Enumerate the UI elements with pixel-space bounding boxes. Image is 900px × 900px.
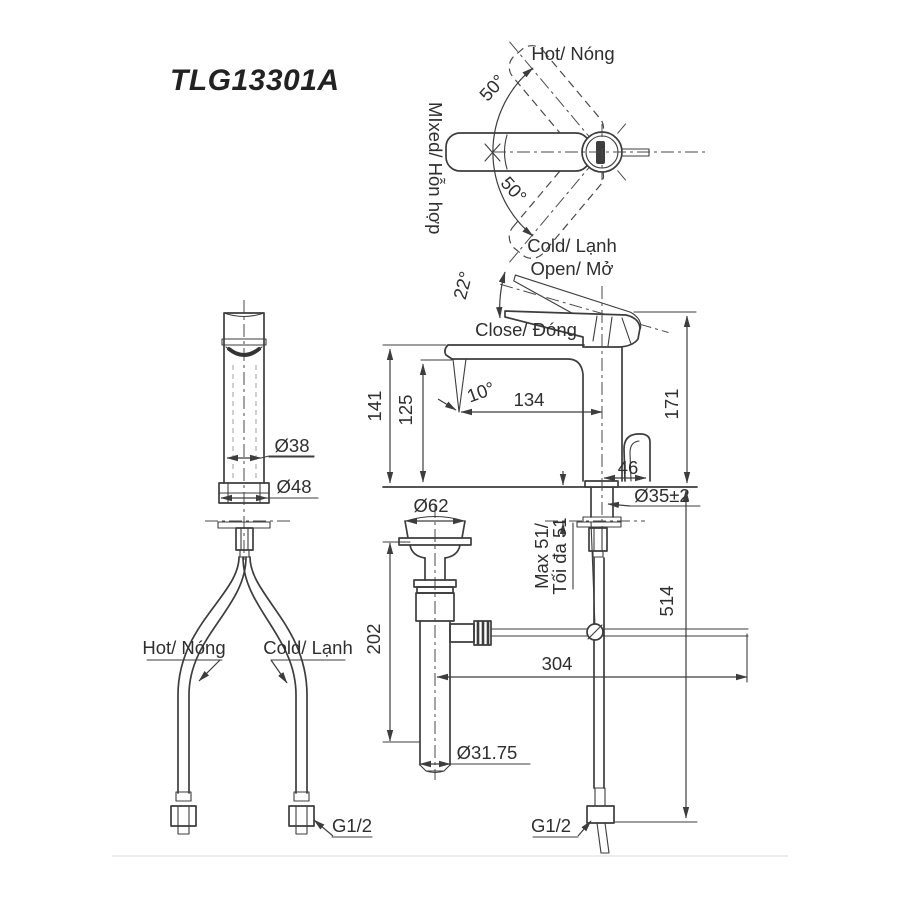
lever-close-position bbox=[504, 310, 641, 348]
handle-band bbox=[221, 338, 267, 346]
pop-up-rod bbox=[490, 628, 749, 637]
drain-assembly: Ø62 202 Ø31.75 304 514 G1/2 bbox=[363, 489, 749, 838]
angle-50-lower: 50° bbox=[497, 172, 531, 207]
dim-62-label: Ø62 bbox=[414, 495, 449, 516]
top-view-handle-rotation: Hot/ Nóng Cold/ Lạnh MIxed/ Hỗn hợp 50° … bbox=[425, 41, 706, 263]
lift-rod bbox=[590, 521, 596, 628]
thread-leader-right bbox=[577, 820, 592, 837]
max-thickness-en: Max 51/ bbox=[531, 522, 552, 589]
close-label: Close/ Đóng bbox=[475, 319, 577, 340]
spout-nose bbox=[444, 344, 453, 360]
hole-dia-leader bbox=[607, 501, 631, 509]
dim-46-label: 46 bbox=[618, 457, 639, 478]
card-edge bbox=[112, 855, 788, 857]
open-label: Open/ Mở bbox=[530, 258, 613, 279]
outlet-direction bbox=[452, 358, 467, 413]
pop-up-knob bbox=[623, 433, 651, 482]
dim-48-label: Ø48 bbox=[277, 476, 312, 497]
hot-leader bbox=[198, 659, 221, 682]
flange-sides bbox=[404, 520, 466, 539]
dim-171-label: 171 bbox=[661, 389, 682, 420]
angle-10-label: 10° bbox=[464, 377, 497, 406]
drain-body bbox=[415, 592, 455, 622]
dim-hole-label: Ø35±2 bbox=[634, 485, 689, 506]
supply-hoses bbox=[170, 556, 315, 835]
cold-leader bbox=[270, 659, 288, 684]
angle-22-label: 22° bbox=[449, 269, 477, 301]
dim-125-label: 125 bbox=[395, 395, 416, 426]
arc-tick bbox=[484, 143, 501, 162]
rod-branch bbox=[449, 623, 475, 643]
lever-angle-arc bbox=[496, 271, 506, 319]
supply-outlet-stub bbox=[596, 822, 610, 854]
dim-3175-label: Ø31.75 bbox=[457, 742, 518, 763]
dim-134-label: 134 bbox=[514, 389, 545, 410]
angle-50-upper: 50° bbox=[475, 70, 509, 105]
model-number: TLG13301A bbox=[170, 64, 340, 97]
supply-hex-nut bbox=[586, 805, 615, 824]
thread-leader-left bbox=[313, 819, 334, 837]
dim-38-label: Ø38 bbox=[275, 435, 310, 456]
supply-pipe bbox=[593, 557, 605, 789]
front-view-faucet: Hot/ Nóng Cold/ Lạnh G1/2 Ø38 Ø48 bbox=[142, 300, 373, 838]
hose-hex-right bbox=[288, 805, 315, 827]
dim-304-label: 304 bbox=[542, 653, 573, 674]
spout-underside-column-left bbox=[451, 358, 584, 482]
front-thread-label: G1/2 bbox=[332, 815, 372, 836]
dim-141-label: 141 bbox=[364, 391, 385, 422]
side-view-faucet: Open/ Mở Close/ Đóng 22° 10° 141 125 134… bbox=[364, 258, 701, 854]
body-cylinder bbox=[223, 312, 265, 484]
top-view-cold-label: Cold/ Lạnh bbox=[527, 235, 616, 256]
dim-202-label: 202 bbox=[363, 624, 384, 655]
top-view-mixed-label: MIxed/ Hỗn hợp bbox=[425, 102, 446, 234]
hose-hex-left bbox=[170, 805, 197, 827]
max-thickness-vi: Tối đa 51 bbox=[549, 517, 570, 594]
front-hot-label: Hot/ Nóng bbox=[142, 637, 225, 658]
drain-thread-label: G1/2 bbox=[531, 815, 571, 836]
dim-514-label: 514 bbox=[656, 586, 677, 617]
front-cold-label: Cold/ Lạnh bbox=[263, 637, 352, 658]
spout-mouth-dark bbox=[227, 347, 261, 357]
top-view-hot-label: Hot/ Nóng bbox=[531, 43, 614, 64]
tailpiece bbox=[419, 620, 451, 766]
